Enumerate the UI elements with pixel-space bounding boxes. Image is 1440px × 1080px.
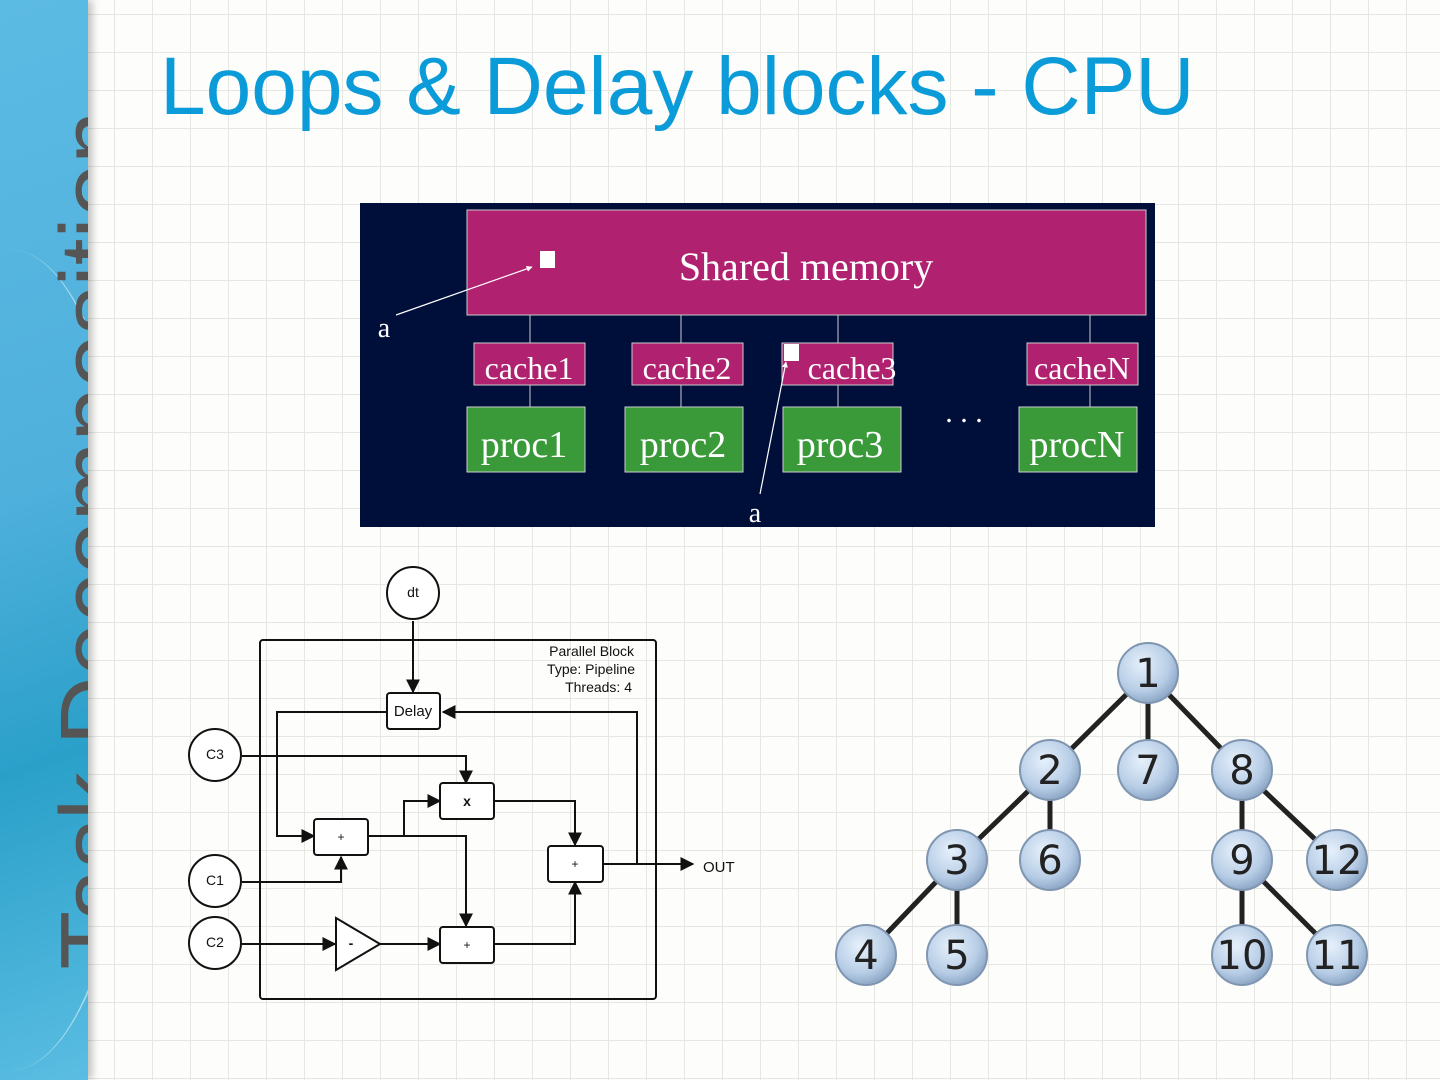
proc-label: proc2 [640, 424, 727, 466]
block-info-line: Threads: 4 [565, 679, 632, 695]
shared-memory-box [466, 209, 1147, 316]
cache-label: cache2 [643, 350, 732, 386]
tree-node-label: 7 [1135, 748, 1160, 794]
multiply-block [439, 782, 495, 820]
block-info-line: Parallel Block [549, 643, 635, 659]
tree-node [1306, 829, 1368, 891]
tree-node-label: 6 [1037, 838, 1062, 884]
sidebar: Task Decomposition [0, 0, 88, 1080]
input-c2 [188, 916, 242, 970]
add-block-1 [313, 818, 369, 856]
cache-cell-a [784, 344, 799, 361]
add3-label: + [571, 857, 578, 871]
label-a-top: a [378, 313, 391, 344]
tree-node-label: 11 [1312, 933, 1363, 979]
cache-label: cache1 [485, 350, 574, 386]
tree-node [926, 924, 988, 986]
cache-label: cacheN [1034, 350, 1130, 386]
input-c1 [188, 854, 242, 908]
proc-label: proc3 [797, 424, 884, 466]
add1-label: + [337, 830, 344, 844]
tree-node [1019, 829, 1081, 891]
tree-node-label: 8 [1229, 748, 1254, 794]
proc-label: proc1 [481, 424, 568, 466]
add2-label: + [463, 938, 470, 952]
cpu-memory-diagram: Shared memory cache1 cache2 cache3 cache… [360, 203, 1155, 529]
tree-node-label: 1 [1135, 651, 1160, 697]
ellipsis: . . . [945, 396, 983, 429]
cache-label: cache3 [808, 350, 897, 386]
delay-label: Delay [394, 703, 433, 720]
input-dt-label: dt [407, 584, 419, 600]
tree-node-label: 12 [1312, 838, 1363, 884]
tree-node-label: 5 [944, 933, 969, 979]
cache-row: cache1 cache2 cache3 cacheN [473, 342, 1139, 386]
tree-node [1211, 829, 1273, 891]
task-tree [864, 671, 1339, 957]
tree-node [1019, 739, 1081, 801]
tree-node [926, 829, 988, 891]
pipeline-block-diagram: Parallel Block Type: Pipeline Threads: 4 [188, 566, 735, 1000]
input-c2-label: C2 [206, 934, 224, 950]
add-block-2 [439, 926, 495, 964]
tree-node-label: 9 [1229, 838, 1254, 884]
tree-node-label: 4 [853, 933, 878, 979]
tree-node-label: 2 [1037, 748, 1062, 794]
tree-node [1117, 739, 1179, 801]
tree-node [1306, 924, 1368, 986]
slide-title: Loops & Delay blocks - CPU [160, 41, 1195, 132]
negate-label: - [349, 935, 354, 951]
tree-node [1211, 739, 1273, 801]
tree-node [1117, 642, 1179, 704]
block-info-line: Type: Pipeline [547, 661, 635, 677]
tree-node-label: 10 [1217, 933, 1268, 979]
multiply-label: x [463, 793, 471, 809]
input-c1-label: C1 [206, 872, 224, 888]
tree-node [1211, 924, 1273, 986]
shared-memory-label: Shared memory [679, 244, 933, 289]
label-a-bottom: a [749, 498, 762, 529]
input-dt [386, 566, 440, 620]
proc-row: proc1 proc2 proc3 procN [466, 406, 1138, 473]
delay-block [386, 692, 441, 730]
output-label: OUT [703, 859, 735, 876]
memory-cell-a [540, 251, 555, 268]
tree-node-label: 3 [944, 838, 969, 884]
tree-node [835, 924, 897, 986]
input-c3 [188, 728, 242, 782]
add-block-3 [547, 845, 604, 883]
input-c3-label: C3 [206, 746, 224, 762]
negate-block [335, 916, 382, 972]
proc-label: procN [1030, 424, 1125, 466]
